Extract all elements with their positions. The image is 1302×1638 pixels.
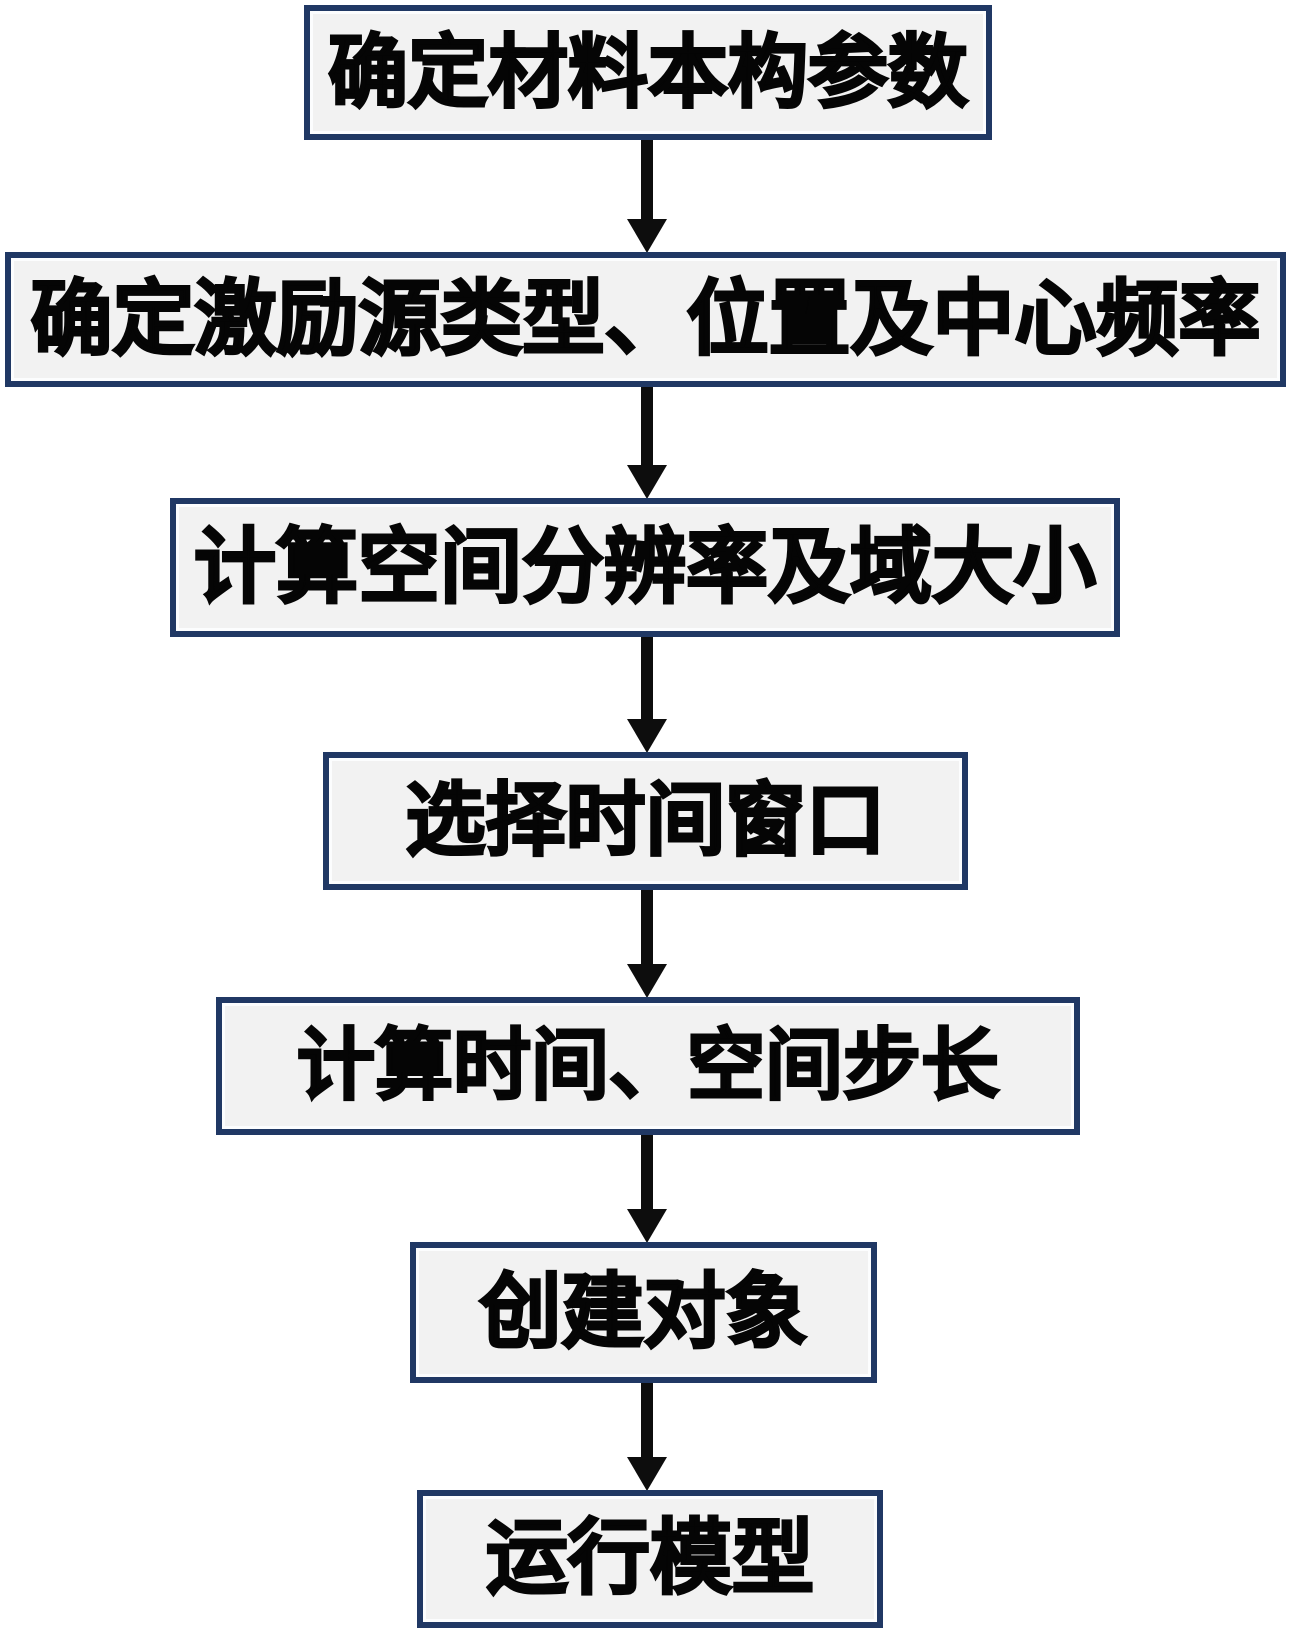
arrow-down-icon bbox=[627, 637, 667, 753]
arrow-down-icon bbox=[627, 387, 667, 499]
flow-step-spatial-resolution: 计算空间分辨率及域大小 bbox=[170, 498, 1120, 637]
flow-step-time-window: 选择时间窗口 bbox=[323, 752, 968, 890]
flow-step-run-model: 运行模型 bbox=[417, 1490, 883, 1628]
arrow-shaft bbox=[641, 1135, 653, 1213]
arrow-shaft bbox=[641, 140, 653, 223]
arrow-shaft bbox=[641, 637, 653, 723]
arrow-shaft bbox=[641, 387, 653, 469]
arrow-head bbox=[627, 964, 667, 998]
flow-step-run-model-label: 运行模型 bbox=[485, 1511, 816, 1606]
flow-step-excitation-source-label: 确定激励源类型、位置及中心频率 bbox=[29, 271, 1262, 367]
flow-step-create-object-label: 创建对象 bbox=[478, 1264, 809, 1360]
arrow-down-icon bbox=[627, 1383, 667, 1491]
flow-step-time-window-label: 选择时间窗口 bbox=[404, 774, 887, 867]
flow-step-material-params: 确定材料本构参数 bbox=[304, 5, 992, 140]
flow-step-time-space-step-label: 计算时间、空间步长 bbox=[296, 1021, 1001, 1111]
arrow-head bbox=[627, 465, 667, 499]
arrow-shaft bbox=[641, 1383, 653, 1461]
flow-step-excitation-source: 确定激励源类型、位置及中心频率 bbox=[5, 252, 1286, 387]
flow-step-material-params-label: 确定材料本构参数 bbox=[327, 25, 970, 119]
arrow-head bbox=[627, 1209, 667, 1243]
arrow-down-icon bbox=[627, 1135, 667, 1243]
flow-step-spatial-resolution-label: 计算空间分辨率及域大小 bbox=[193, 519, 1098, 615]
flow-step-create-object: 创建对象 bbox=[410, 1242, 877, 1383]
arrow-shaft bbox=[641, 890, 653, 968]
arrow-down-icon bbox=[627, 890, 667, 998]
arrow-down-icon bbox=[627, 140, 667, 253]
arrow-head bbox=[627, 219, 667, 253]
arrow-head bbox=[627, 1457, 667, 1491]
flow-step-time-space-step: 计算时间、空间步长 bbox=[216, 997, 1080, 1135]
arrow-head bbox=[627, 719, 667, 753]
